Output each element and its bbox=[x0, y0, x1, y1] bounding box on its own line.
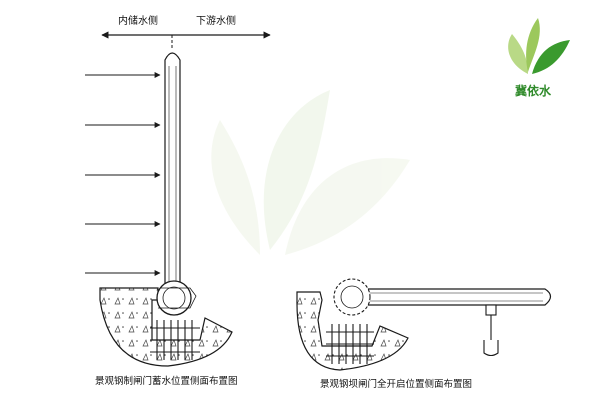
watermark bbox=[211, 90, 410, 255]
logo-leaf-right bbox=[532, 40, 570, 74]
flow-direction-indicator: 内储水侧 下游水侧 bbox=[101, 14, 271, 48]
gate-open-diagram bbox=[296, 278, 552, 371]
downstream-label: 下游水侧 bbox=[196, 14, 236, 27]
water-pressure-arrows bbox=[85, 72, 161, 276]
caption-open: 景观钢坝闸门全开启位置侧面布置图 bbox=[320, 378, 472, 390]
caption-closed: 景观钢制闸门蓄水位置侧面布置图 bbox=[95, 375, 238, 387]
logo-text: 冀依水 bbox=[515, 83, 552, 98]
gate-closed-diagram bbox=[99, 52, 233, 367]
support-post bbox=[483, 304, 499, 357]
anchor-rebars bbox=[150, 320, 200, 360]
upstream-label: 内储水侧 bbox=[118, 14, 158, 27]
gate-leaf-horizontal bbox=[339, 288, 552, 306]
anchor-rebars-open bbox=[326, 324, 374, 364]
logo-leaf-center bbox=[526, 18, 540, 72]
brand-logo: 冀依水 bbox=[508, 18, 570, 98]
hinge-pivot bbox=[156, 280, 192, 316]
gate-leaf-vertical bbox=[164, 52, 181, 288]
hinge-pivot-open bbox=[333, 278, 371, 316]
concrete-foundation-open bbox=[296, 291, 409, 371]
logo-leaf-left bbox=[508, 34, 528, 74]
concrete-foundation bbox=[99, 287, 233, 367]
